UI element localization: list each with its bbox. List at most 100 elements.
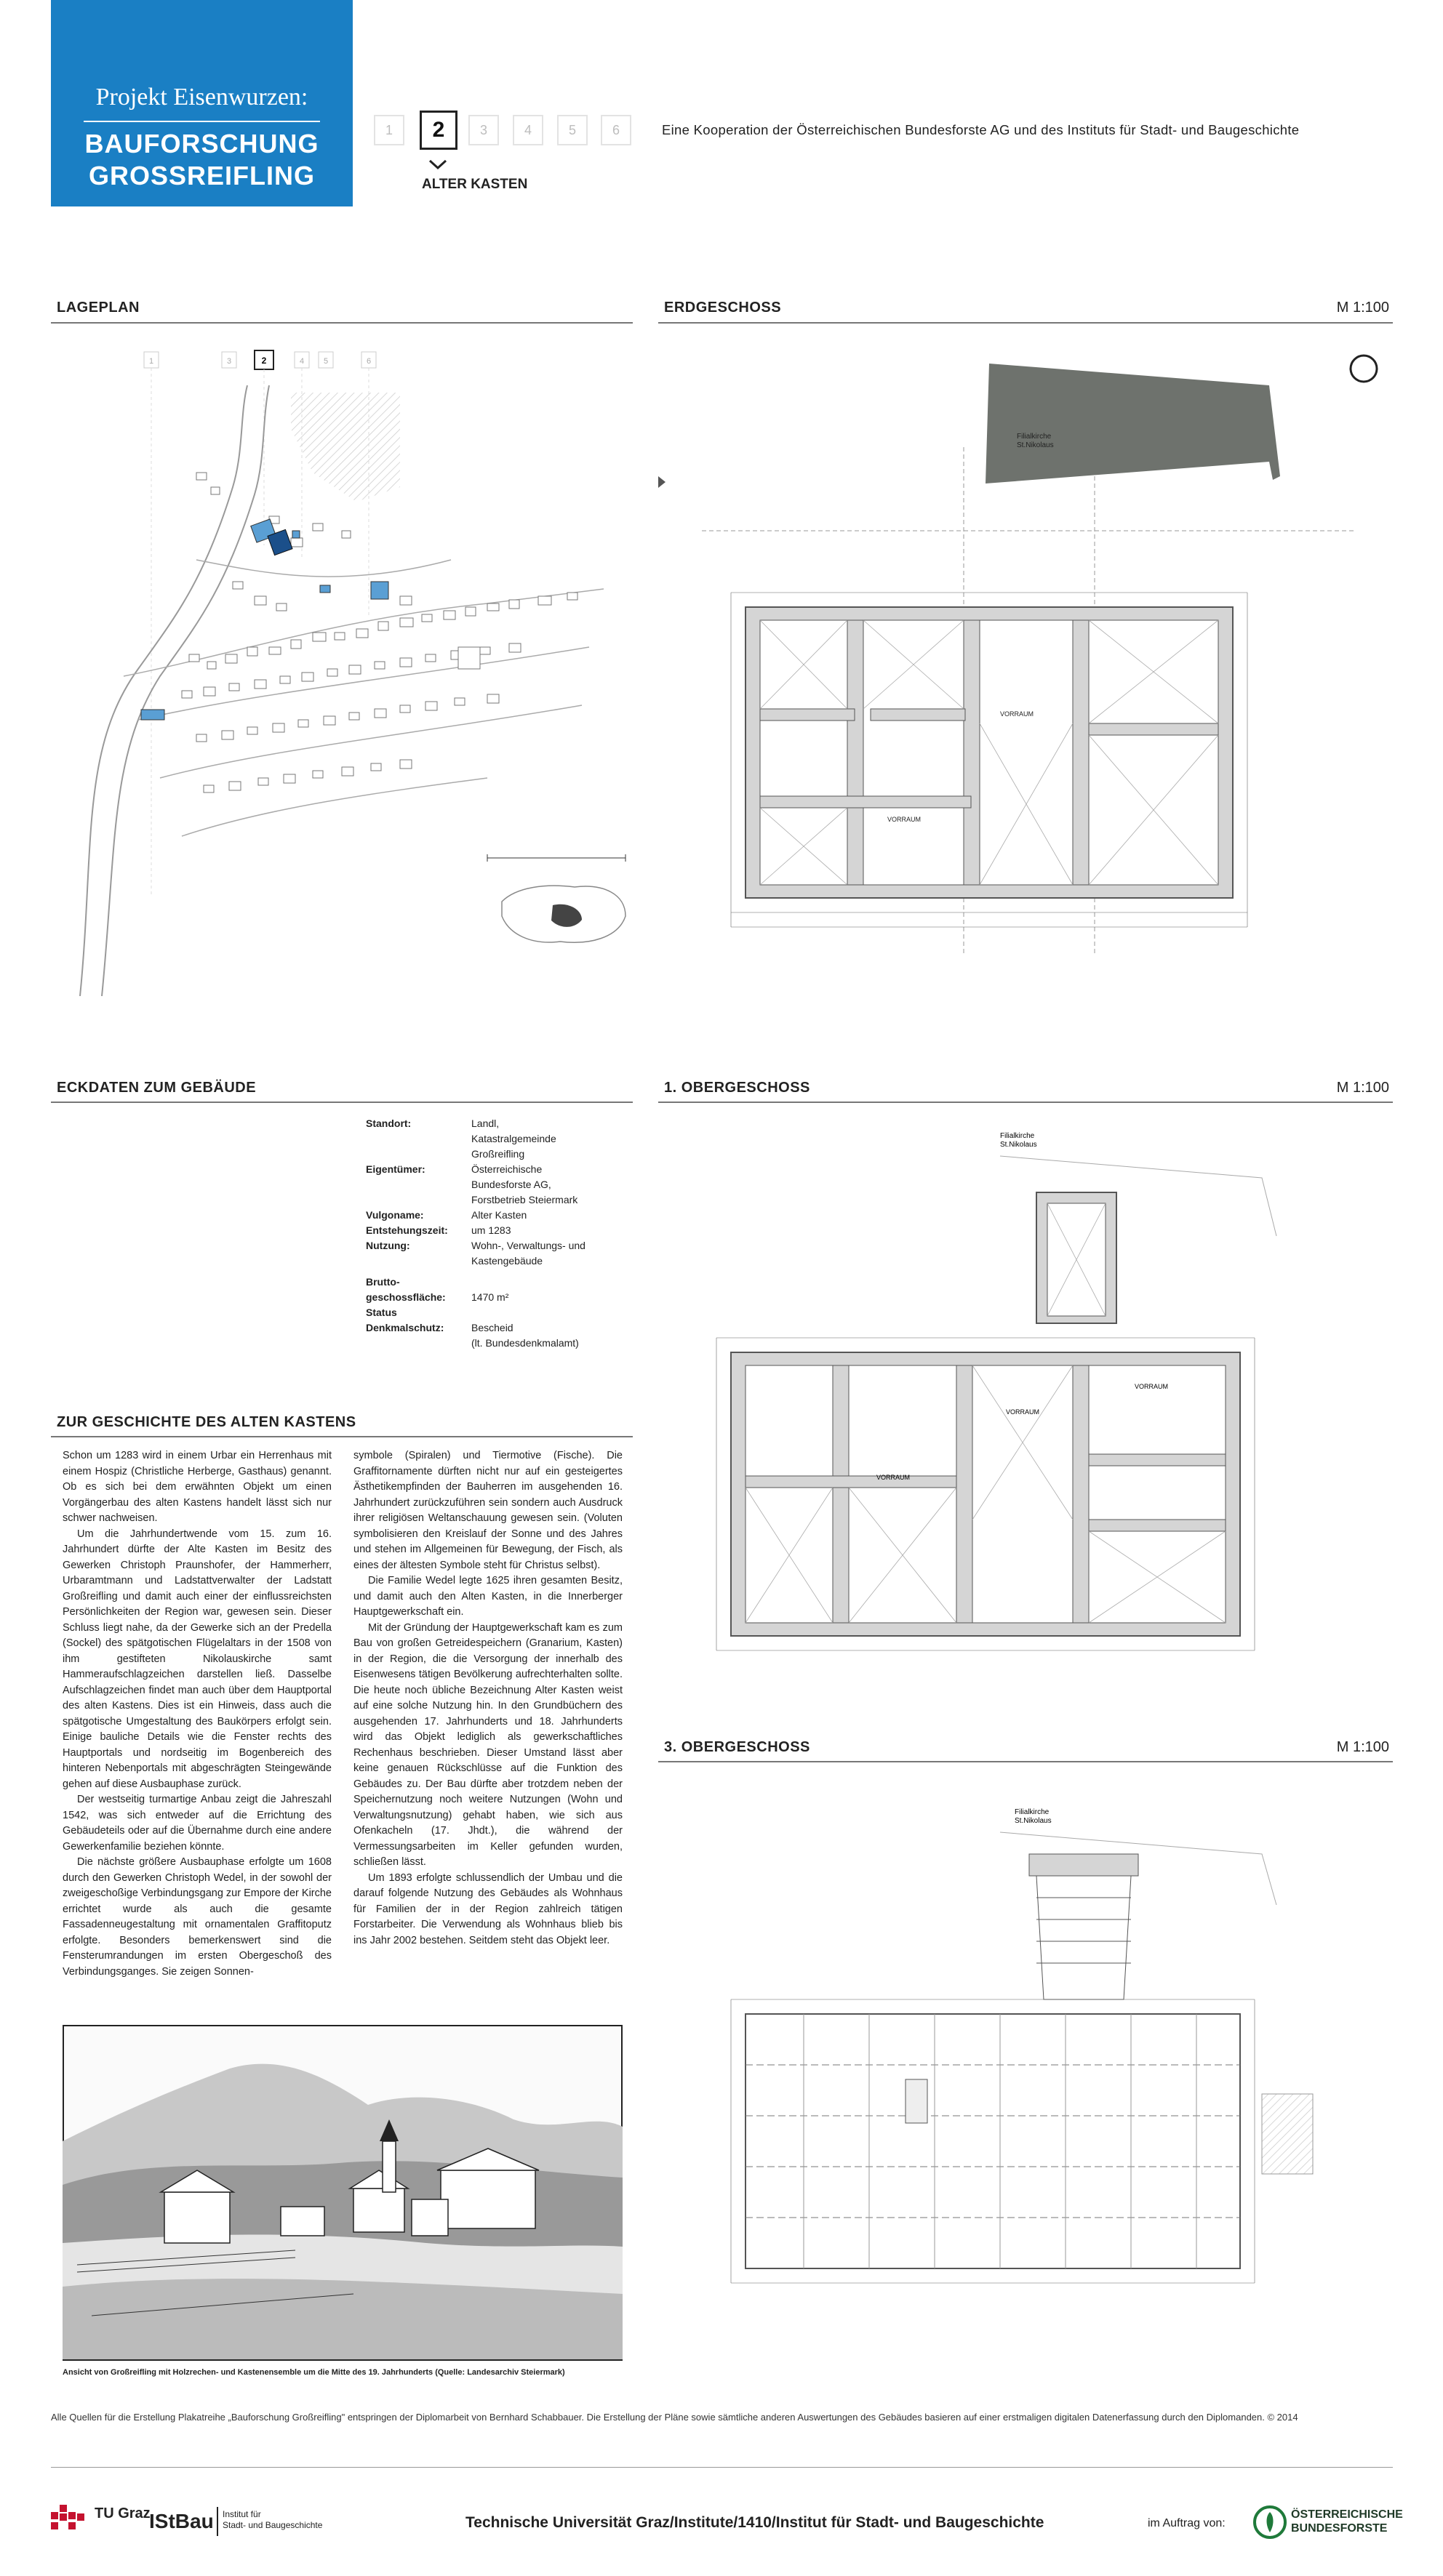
auftrag-label: im Auftrag von: <box>1148 2517 1226 2529</box>
project-line: Projekt Eisenwurzen: <box>95 84 308 111</box>
third-floor-plan: Filialkirche St.Nikolaus <box>730 1808 1314 2284</box>
og1-vorraum-1: VORRAUM <box>1006 1408 1039 1416</box>
page-2-active[interactable]: 2 <box>420 111 457 150</box>
page-1[interactable]: 1 <box>374 115 404 145</box>
fact-value <box>471 1305 617 1320</box>
site-page-1-label: 1 <box>149 357 153 366</box>
og1-vorraum-3: VORRAUM <box>876 1474 910 1481</box>
og1-church-label-2: St.Nikolaus <box>1000 1141 1037 1149</box>
fact-key: Brutto- <box>366 1276 400 1288</box>
site-page-2-label: 2 <box>262 356 267 366</box>
geschichte-title: ZUR GESCHICHTE DES ALTEN KASTENS <box>57 1414 356 1430</box>
eckdaten-title: ECKDATEN ZUM GEBÄUDE <box>57 1080 257 1096</box>
title-line-2: GROSSREIFLING <box>88 161 316 190</box>
fact-key: Entstehungszeit: <box>366 1224 448 1236</box>
footer-rule <box>51 2467 1393 2468</box>
site-page-5-label: 5 <box>324 357 328 366</box>
og1-rule <box>658 1102 1393 1103</box>
fact-value: Alter Kasten <box>471 1209 527 1221</box>
fact-key: Vulgoname: <box>366 1209 424 1221</box>
og3-rule <box>658 1761 1393 1762</box>
page-4[interactable]: 4 <box>513 115 543 145</box>
church-label-2: St.Nikolaus <box>1017 441 1054 449</box>
fact-value <box>471 1275 617 1290</box>
fact-row: Status <box>366 1305 617 1320</box>
bundesforste-logo-text: ÖSTERREICHISCHE BUNDESFORSTE <box>1291 2508 1403 2535</box>
og3-scale: M 1:100 <box>1336 1739 1389 1755</box>
og1-title: 1. OBERGESCHOSS <box>664 1080 810 1096</box>
history-paragraph: symbole (Spiralen) und Tiermotive (Fisch… <box>353 1450 623 1571</box>
og3-church-label-1: Filialkirche <box>1015 1808 1050 1816</box>
og1-vorraum-2: VORRAUM <box>1135 1383 1168 1390</box>
church-label-1: Filialkirche <box>1017 433 1052 441</box>
sources-note: Alle Quellen für die Erstellung Plakatre… <box>51 2412 1298 2423</box>
tu-graz-logo <box>51 2505 116 2541</box>
history-paragraph: Die Familie Wedel legte 1625 ihren gesam… <box>353 1575 623 1618</box>
site-page-4-label: 4 <box>300 357 304 366</box>
istbau-divider <box>217 2507 218 2536</box>
page-3[interactable]: 3 <box>468 115 499 145</box>
erdgeschoss-scale: M 1:100 <box>1336 300 1389 316</box>
church-footprint <box>986 364 1280 483</box>
header-divider <box>84 121 320 122</box>
lageplan-title: LAGEPLAN <box>57 300 140 316</box>
north-arrow-icon <box>1349 354 1378 383</box>
section-marker-icon <box>658 476 665 488</box>
fact-row: Entstehungszeit: um 1283 <box>366 1223 617 1238</box>
first-floor-plan: Filialkirche St.Nikolaus VORRAUM VORRAUM… <box>716 1132 1277 1651</box>
fact-key: geschossfläche: <box>366 1291 446 1303</box>
erdgeschoss-rule <box>658 322 1393 324</box>
fact-value: 1470 m² <box>471 1291 509 1303</box>
fact-key: Status <box>366 1307 397 1318</box>
lageplan-rule <box>51 322 633 324</box>
history-paragraph: Um die Jahrhundertwende vom 15. zum 16. … <box>63 1528 332 1790</box>
site-plan: 1 3 2 4 5 6 <box>79 350 626 996</box>
fact-key: Eigentümer: <box>366 1163 425 1175</box>
page-5[interactable]: 5 <box>557 115 588 145</box>
site-page-6-label: 6 <box>367 357 371 366</box>
active-page-label: ALTER KASTEN <box>422 177 528 192</box>
istbau-subtitle: Institut für Stadt- und Baugeschichte <box>223 2509 323 2530</box>
vorraum-label-1: VORRAUM <box>1000 710 1034 718</box>
fact-row: Denkmalschutz: Bescheid(lt. Bundesdenkma… <box>366 1320 617 1351</box>
historic-engraving <box>63 2025 623 2361</box>
eckdaten-rule <box>51 1102 633 1103</box>
fact-row: geschossfläche: 1470 m² <box>366 1290 617 1305</box>
history-paragraph: Schon um 1283 wird in einem Urbar ein He… <box>63 1450 332 1524</box>
site-page-3 <box>221 351 237 369</box>
erdgeschoss-title: ERDGESCHOSS <box>664 300 782 316</box>
og1-church-label-1: Filialkirche <box>1000 1132 1035 1140</box>
site-page-3-label: 3 <box>227 357 231 366</box>
istbau-logo: IStBau <box>149 2510 214 2532</box>
fact-value: um 1283 <box>471 1224 511 1236</box>
fact-row: Vulgoname: Alter Kasten <box>366 1208 617 1223</box>
tu-graz-logo-icon <box>51 2505 84 2529</box>
engraving-caption: Ansicht von Großreifling mit Holzrechen-… <box>63 2368 565 2377</box>
page-6[interactable]: 6 <box>601 115 631 145</box>
project-header: Projekt Eisenwurzen: BAUFORSCHUNG GROSSR… <box>51 0 353 206</box>
ground-floor-plan: Filialkirche St.Nikolaus VORRAUM VORRAUM <box>658 354 1378 956</box>
history-column-2: symbole (Spiralen) und Tiermotive (Fisch… <box>353 1448 623 1949</box>
chevron-down-icon <box>428 159 447 170</box>
history-paragraph: Die nächste größere Ausbauphase erfolgte… <box>63 1856 332 1978</box>
cooperation-text: Eine Kooperation der Österreichischen Bu… <box>662 122 1300 137</box>
og3-church-label-2: St.Nikolaus <box>1015 1817 1052 1825</box>
institute-line: Technische Universität Graz/Institute/14… <box>465 2514 1044 2531</box>
history-paragraph: Mit der Gründung der Hauptgewerkschaft k… <box>353 1621 623 1869</box>
alter-kasten-highlight <box>267 529 293 556</box>
tu-graz-logo-text: TU Graz <box>95 2505 151 2521</box>
title-line-1: BAUFORSCHUNG <box>84 129 319 159</box>
bundesforste-logo-icon <box>1253 2505 1287 2539</box>
fact-key: Denkmalschutz: <box>366 1322 444 1333</box>
fact-key: Nutzung: <box>366 1240 410 1251</box>
fact-value: Bescheid(lt. Bundesdenkmalamt) <box>471 1322 579 1349</box>
geschichte-rule <box>51 1436 633 1437</box>
og1-scale: M 1:100 <box>1336 1080 1389 1096</box>
fact-key: Standort: <box>366 1118 412 1129</box>
